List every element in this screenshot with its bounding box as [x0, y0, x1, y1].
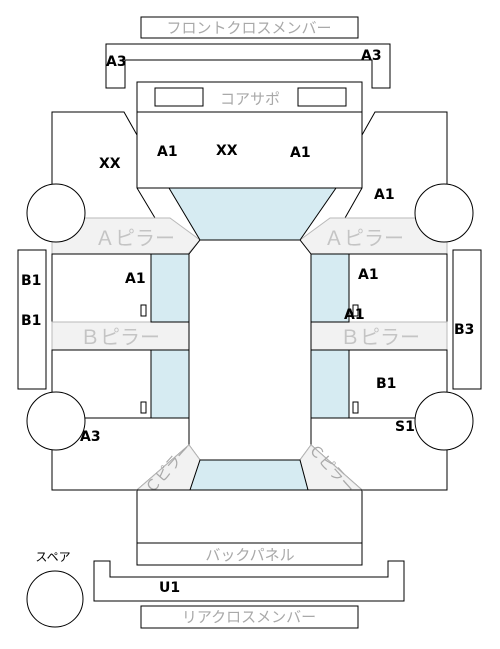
right-rear-window[interactable] [310, 349, 350, 419]
front-cross-member[interactable] [105, 43, 391, 89]
core-support-left-light [154, 87, 204, 107]
left-rear-door-handle [140, 401, 147, 414]
code-right-sill: B3 [454, 322, 474, 338]
front-cross-member-box [140, 16, 359, 39]
right-side-sill[interactable] [452, 249, 482, 390]
code-left-rear-quarter: A3 [80, 429, 101, 445]
code-right-fender: A1 [374, 187, 395, 203]
code-core-left: A1 [157, 144, 178, 160]
rear-cross-member[interactable] [93, 560, 405, 602]
code-front-member-right: A3 [361, 48, 382, 64]
code-core-center: XX [216, 143, 238, 159]
roof[interactable] [188, 239, 312, 461]
rear-right-wheel[interactable] [414, 391, 474, 451]
right-front-window[interactable] [310, 253, 350, 323]
front-right-wheel[interactable] [414, 183, 474, 243]
code-left-sill-bottom: B1 [21, 313, 41, 329]
a-pillar-left-label: Ａピラー [95, 226, 175, 250]
front-cross-member-label: フロントクロスメンバー [166, 19, 331, 37]
b-pillar-right-label: Ｂピラー [340, 325, 420, 349]
rear-left-wheel[interactable] [26, 391, 86, 451]
spare-tire[interactable] [26, 570, 84, 628]
right-rear-door-handle [352, 401, 359, 414]
left-front-window[interactable] [150, 253, 190, 323]
left-side-sill[interactable] [17, 249, 47, 390]
rear-window[interactable] [189, 459, 309, 491]
back-panel[interactable] [136, 542, 363, 566]
trunk-lid[interactable] [136, 489, 363, 544]
code-right-front-door: A1 [358, 267, 379, 283]
a-pillar-right-label: Ａピラー [324, 226, 404, 250]
code-right-rear-door: B1 [376, 376, 396, 392]
core-support-right-light [297, 87, 347, 107]
left-front-door-handle [140, 304, 147, 317]
front-left-wheel[interactable] [26, 183, 86, 243]
code-right-front-door-2: A1 [344, 307, 365, 323]
code-left-sill-top: B1 [21, 273, 41, 289]
rear-cross-member-label: リアクロスメンバー [182, 608, 316, 626]
b-pillar-left[interactable] [51, 321, 190, 351]
code-front-member-left: A3 [106, 54, 127, 70]
core-support-label: コアサポ [220, 90, 280, 108]
code-rear-floor: U1 [159, 580, 180, 596]
left-rear-window[interactable] [150, 349, 190, 419]
right-front-door-handle [352, 304, 359, 317]
code-core-right: A1 [290, 145, 311, 161]
rear-cross-member-box [140, 605, 359, 629]
code-right-rear-quarter: S1 [395, 419, 415, 435]
b-pillar-left-label: Ｂピラー [80, 325, 160, 349]
spare-label: スペア [35, 550, 70, 564]
back-panel-label: バックパネル [205, 546, 294, 564]
code-left-fender: XX [99, 156, 121, 172]
code-left-front-door: A1 [125, 271, 146, 287]
